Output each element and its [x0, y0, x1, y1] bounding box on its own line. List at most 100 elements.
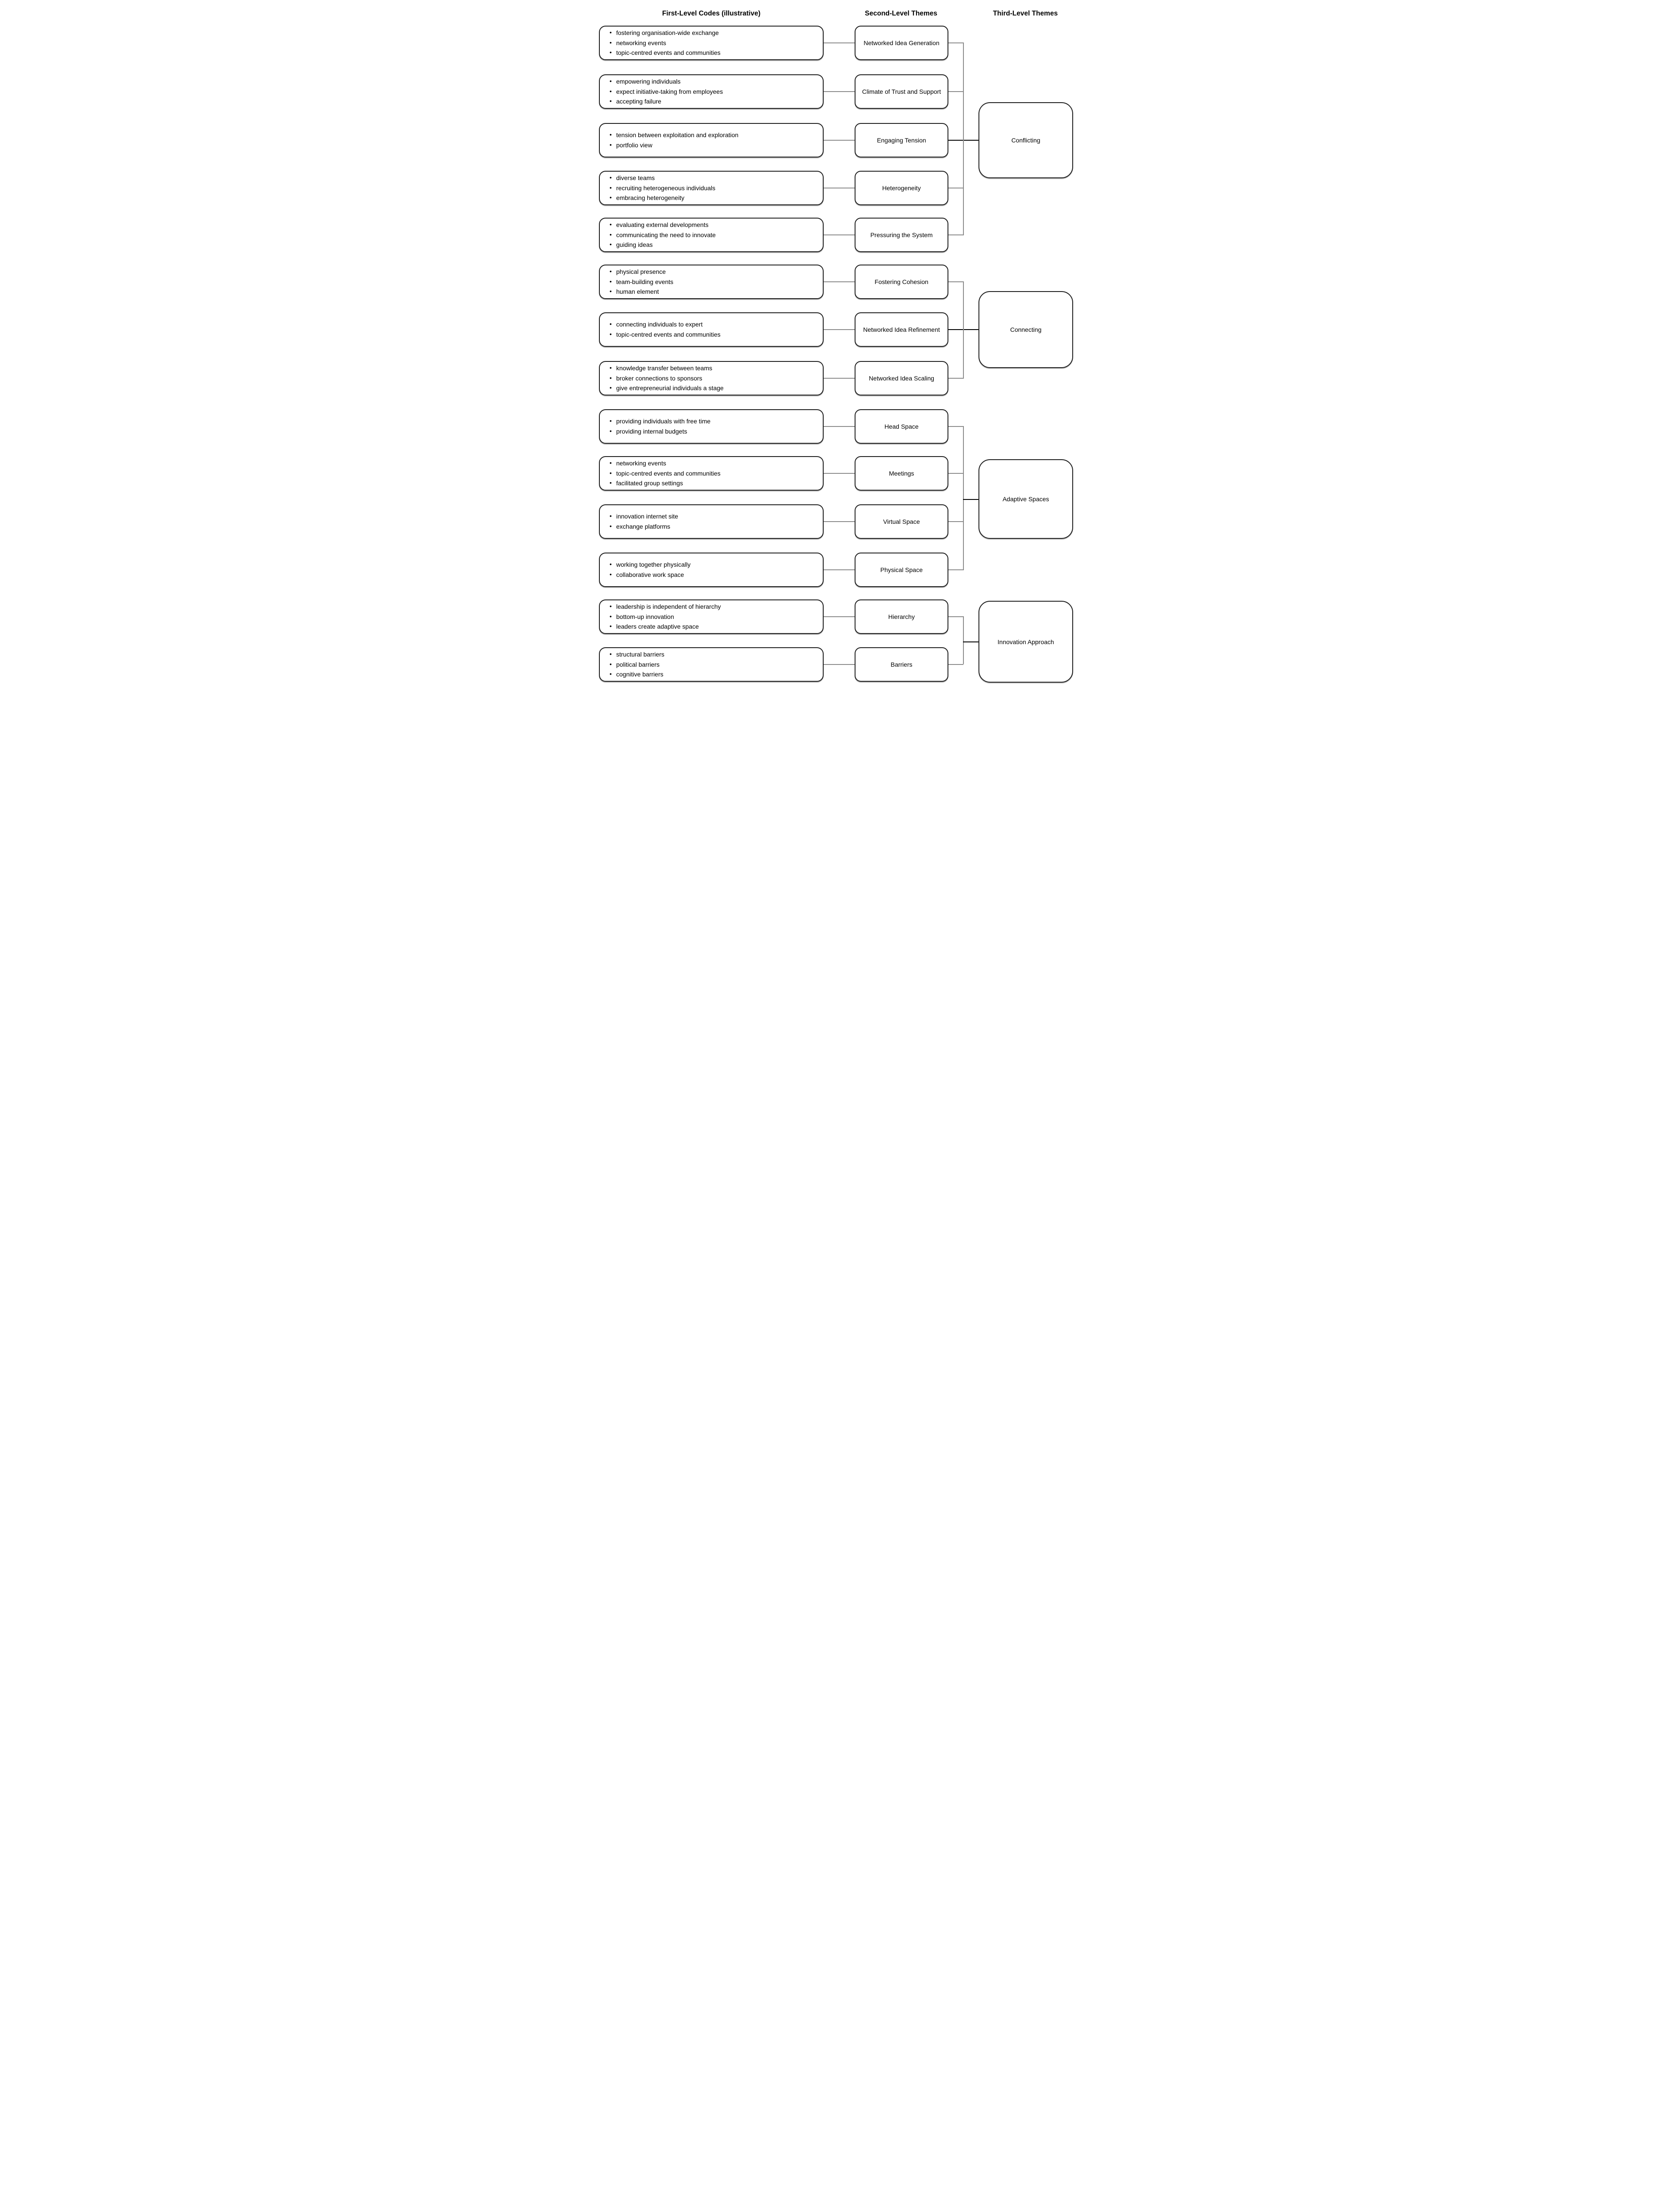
code-item: leaders create adaptive space — [610, 621, 721, 632]
code-item: physical presence — [610, 266, 673, 277]
code-box-virtual-space: innovation internet site exchange platfo… — [599, 504, 824, 539]
connector-line — [824, 329, 855, 330]
connector-line — [824, 234, 855, 235]
connector-line — [824, 91, 855, 92]
third-theme-label: Adaptive Spaces — [1002, 495, 1049, 503]
theme-label: Networked Idea Scaling — [869, 375, 934, 382]
code-item: networking events — [610, 458, 721, 469]
connector-line — [948, 569, 963, 570]
theme-box-climate-of-trust: Climate of Trust and Support — [855, 74, 948, 109]
column-header-second-level: Second-Level Themes — [865, 10, 937, 17]
code-item: evaluating external developments — [610, 219, 716, 230]
code-box-physical-space: working together physically collaborativ… — [599, 553, 824, 587]
connector-line — [948, 91, 963, 92]
connector-line — [824, 281, 855, 282]
code-item: bottom-up innovation — [610, 611, 721, 622]
code-box-networked-idea-generation: fostering organisation-wide exchange net… — [599, 26, 824, 60]
code-item: give entrepreneurial individuals a stage — [610, 383, 724, 393]
code-item: fostering organisation-wide exchange — [610, 27, 721, 38]
connector-line-to-adaptive-spaces — [963, 499, 978, 500]
theme-box-meetings: Meetings — [855, 456, 948, 491]
connector-line — [948, 616, 963, 617]
group-bus-connecting — [963, 281, 964, 379]
code-item: political barriers — [610, 659, 664, 670]
code-item: networking events — [610, 38, 721, 48]
code-box-networked-idea-scaling: knowledge transfer between teams broker … — [599, 361, 824, 396]
connector-line — [948, 473, 963, 474]
connector-line — [948, 281, 963, 282]
connector-line — [824, 473, 855, 474]
connector-line — [824, 426, 855, 427]
code-item: cognitive barriers — [610, 669, 664, 680]
code-box-barriers: structural barriers political barriers c… — [599, 647, 824, 682]
code-item: innovation internet site — [610, 511, 678, 522]
code-box-pressuring-the-system: evaluating external developments communi… — [599, 218, 824, 252]
code-item: tension between exploitation and explora… — [610, 130, 738, 140]
code-item: accepting failure — [610, 96, 723, 107]
code-box-climate-of-trust: empowering individuals expect initiative… — [599, 74, 824, 109]
code-item: communicating the need to innovate — [610, 230, 716, 240]
code-item: recruiting heterogeneous individuals — [610, 183, 715, 193]
theme-box-barriers: Barriers — [855, 647, 948, 682]
connector-line — [824, 378, 855, 379]
group-bus-innovation-approach — [963, 616, 964, 664]
coding-tree-diagram: First-Level Codes (illustrative) Second-… — [589, 0, 1076, 686]
connector-line — [948, 664, 963, 665]
code-box-head-space: providing individuals with free time pro… — [599, 409, 824, 444]
code-item: collaborative work space — [610, 569, 691, 580]
column-header-first-level: First-Level Codes (illustrative) — [662, 10, 761, 17]
theme-label: Pressuring the System — [870, 231, 933, 238]
code-item: expect initiative-taking from employees — [610, 86, 723, 97]
group-bus-adaptive-spaces — [963, 426, 964, 570]
theme-box-fostering-cohesion: Fostering Cohesion — [855, 265, 948, 299]
code-item: guiding ideas — [610, 239, 716, 250]
code-box-networked-idea-refinement: connecting individuals to expert topic-c… — [599, 312, 824, 347]
connector-line — [948, 521, 963, 522]
theme-box-engaging-tension: Engaging Tension — [855, 123, 948, 157]
theme-label: Engaging Tension — [877, 137, 926, 144]
code-item: providing internal budgets — [610, 426, 710, 437]
code-item: connecting individuals to expert — [610, 319, 721, 330]
code-item: topic-centred events and communities — [610, 329, 721, 340]
connector-line — [824, 664, 855, 665]
theme-label: Heterogeneity — [882, 184, 921, 192]
group-bus-conflicting — [963, 42, 964, 235]
code-item: facilitated group settings — [610, 478, 721, 488]
theme-box-networked-idea-generation: Networked Idea Generation — [855, 26, 948, 60]
third-theme-label: Connecting — [1010, 326, 1042, 333]
third-box-conflicting: Conflicting — [978, 102, 1073, 178]
theme-box-physical-space: Physical Space — [855, 553, 948, 587]
code-box-heterogeneity: diverse teams recruiting heterogeneous i… — [599, 171, 824, 205]
third-box-connecting: Connecting — [978, 291, 1073, 368]
code-item: broker connections to sponsors — [610, 373, 724, 384]
code-item: portfolio view — [610, 140, 738, 150]
code-item: leadership is independent of hierarchy — [610, 601, 721, 612]
theme-label: Networked Idea Generation — [863, 39, 940, 46]
connector-line — [948, 426, 963, 427]
connector-line — [824, 521, 855, 522]
theme-box-heterogeneity: Heterogeneity — [855, 171, 948, 205]
theme-label: Virtual Space — [883, 518, 920, 525]
connector-line-to-innovation-approach — [963, 641, 978, 642]
connector-line — [824, 140, 855, 141]
third-theme-label: Conflicting — [1011, 137, 1040, 144]
code-item: knowledge transfer between teams — [610, 363, 724, 373]
theme-label: Hierarchy — [888, 613, 915, 620]
theme-label: Climate of Trust and Support — [862, 88, 941, 95]
connector-line — [948, 234, 963, 235]
code-item: embracing heterogeneity — [610, 192, 715, 203]
connector-line — [948, 378, 963, 379]
theme-box-networked-idea-refinement: Networked Idea Refinement — [855, 312, 948, 347]
code-item: topic-centred events and communities — [610, 47, 721, 58]
theme-box-head-space: Head Space — [855, 409, 948, 444]
theme-label: Fostering Cohesion — [875, 278, 928, 285]
code-item: empowering individuals — [610, 76, 723, 87]
theme-box-virtual-space: Virtual Space — [855, 504, 948, 539]
code-item: human element — [610, 286, 673, 297]
code-item: topic-centred events and communities — [610, 468, 721, 479]
code-box-engaging-tension: tension between exploitation and explora… — [599, 123, 824, 157]
theme-label: Barriers — [890, 661, 913, 668]
code-box-meetings: networking events topic-centred events a… — [599, 456, 824, 491]
theme-label: Meetings — [889, 470, 914, 477]
code-box-hierarchy: leadership is independent of hierarchy b… — [599, 599, 824, 634]
